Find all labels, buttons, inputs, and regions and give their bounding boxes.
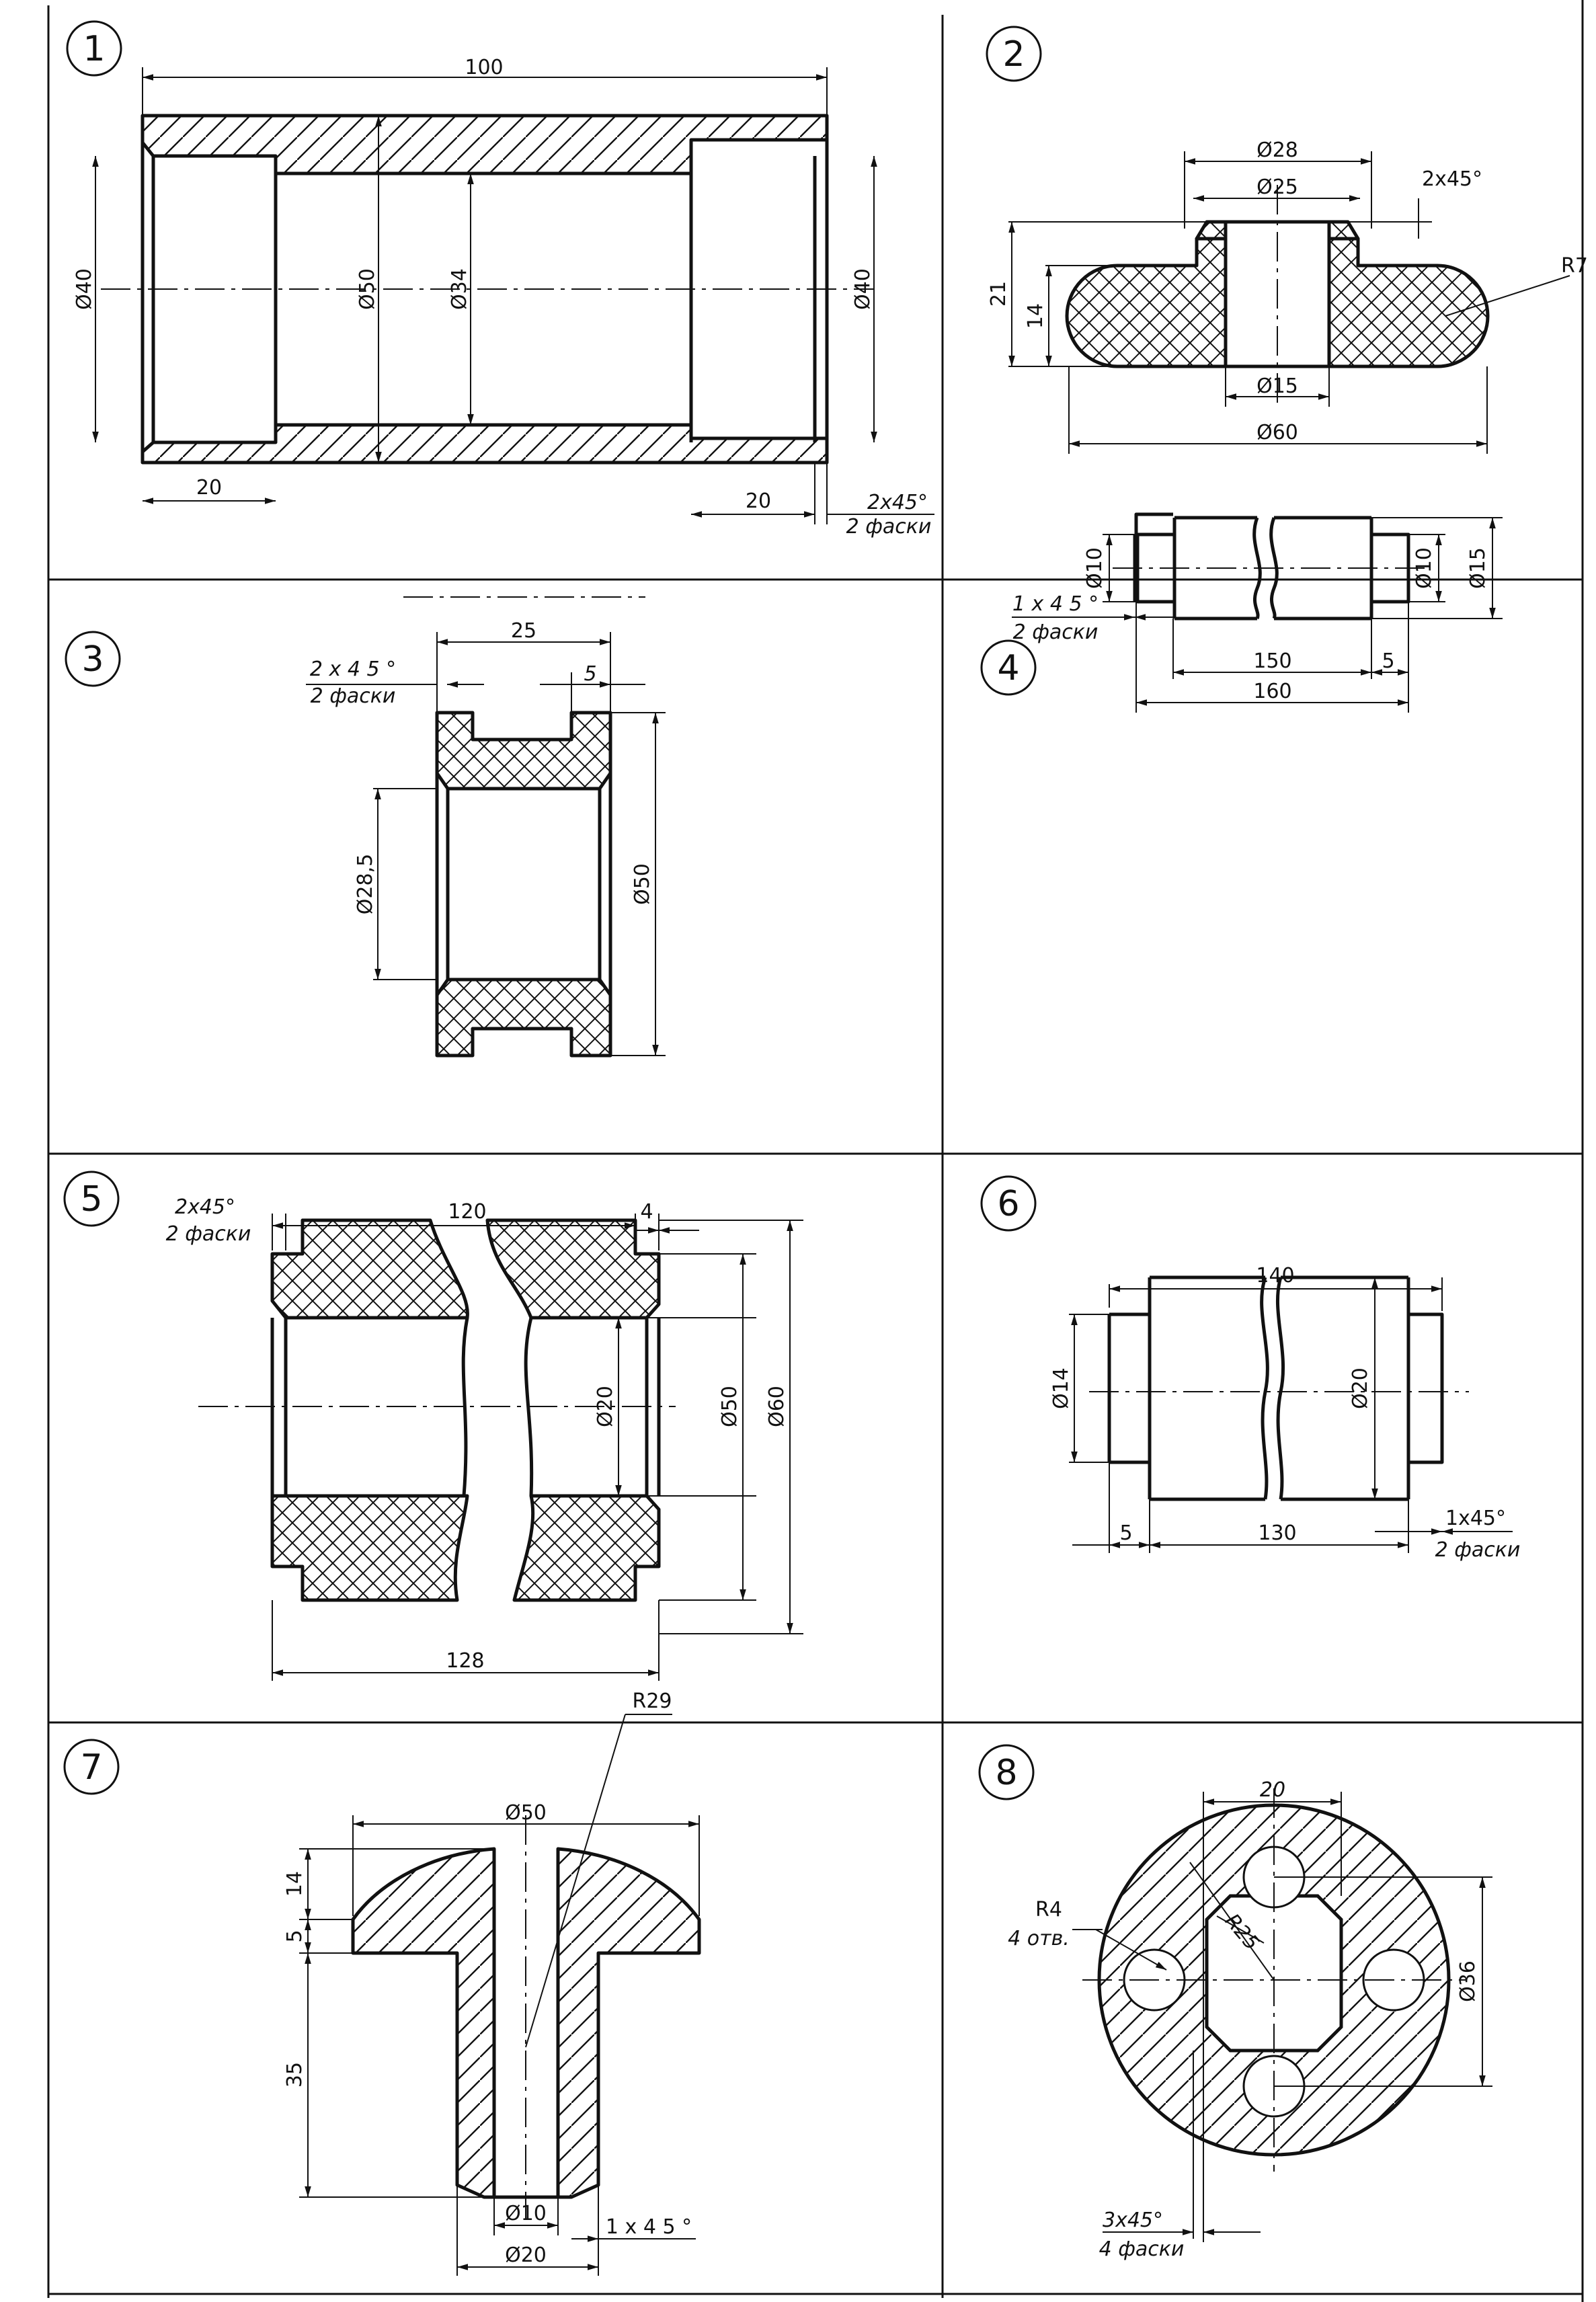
dim-groove: 5 (584, 662, 596, 686)
dim-right-end: Ø10 (1412, 547, 1436, 589)
chamfer-note: 2 x 4 5 ° (310, 658, 396, 681)
chamfer-count: 2 фаски (311, 684, 396, 708)
dim-right-bore: Ø40 (851, 268, 875, 310)
panel-1: 1 100 Ø40 Ø50 Ø34 Ø40 20 20 2x45° 2 фаск… (66, 20, 934, 539)
dim-length: 100 (465, 56, 503, 79)
chamfer-note: 1x45° (1445, 1507, 1506, 1530)
panel-number: 7 (80, 1747, 102, 1788)
panel-number-circle (66, 20, 122, 77)
dim-length: 25 (511, 619, 536, 643)
chamfer-count: 2 фаски (166, 1222, 251, 1246)
sheet-frame (47, 0, 1584, 2302)
shaft-view (1133, 512, 1410, 621)
dim-hole-radius: R4 (1035, 1898, 1062, 1921)
dimension-lines (1012, 517, 1503, 713)
panel-2: 2 Ø28 Ø25 2x45° R7 21 (986, 26, 1588, 454)
chamfer-count: 2 фаски (1013, 621, 1099, 644)
dim-head-height: 14 (283, 1871, 307, 1897)
panel-8: 8 20 R4 4 отв. R25 Ø36 3x45 (978, 1744, 1492, 2261)
dim-head-diameter: Ø50 (505, 1801, 547, 1825)
bolt-section (351, 1847, 701, 2199)
dim-bore: Ø34 (448, 268, 471, 310)
panel-3: 3 25 5 2 x 4 5 ° 2 фаски Ø28,5 Ø50 (65, 596, 666, 1058)
chamfer-count: 2 фаски (1435, 1538, 1521, 1562)
panel-number: 3 (81, 639, 104, 680)
dimension-lines (272, 1214, 803, 1681)
bushing-section (141, 114, 829, 465)
dimension-lines (1072, 1792, 1492, 2242)
dim-body: Ø20 (1349, 1367, 1372, 1409)
spool-section (435, 711, 612, 1058)
dimension-lines (1069, 1277, 1513, 1553)
panel-5: 5 2x45° 2 фаски (63, 1170, 803, 1681)
dim-total-length: 140 (1256, 1264, 1294, 1287)
panel-number: 2 (1002, 34, 1025, 75)
dim-body-length: 150 (1253, 649, 1291, 673)
panel-number: 8 (995, 1753, 1017, 1793)
dim-step: 5 (1119, 1521, 1132, 1545)
dimension-lines (299, 1714, 700, 2276)
chamfer-note: 2x45° (175, 1195, 235, 1219)
dim-height: 21 (987, 281, 1010, 307)
dim-body: Ø15 (1466, 547, 1490, 589)
dim-width: 20 (1260, 1778, 1285, 1802)
panel-number: 5 (80, 1179, 102, 1220)
panel-4: 4 Ø10 Ø10 (980, 512, 1503, 713)
dim-end: Ø14 (1049, 1367, 1073, 1409)
dim-step: 4 (640, 1200, 653, 1224)
chamfer-note: 2x45° (1422, 167, 1482, 191)
dimension-lines (1008, 151, 1570, 454)
chamfer-note: 1 x 4 5 ° (606, 2215, 692, 2239)
dim-step-right: 20 (746, 489, 771, 513)
roller-section (270, 1218, 661, 1602)
chamfer-count: 2 фаски (846, 515, 932, 539)
dim-inner-diameter: Ø25 (1256, 175, 1298, 199)
panel-number: 1 (83, 29, 105, 69)
dim-outer: Ø50 (631, 863, 654, 905)
dim-stem-height: 35 (283, 2062, 307, 2088)
dim-total-length: 160 (1253, 680, 1291, 703)
dim-left-end: Ø10 (1083, 547, 1107, 589)
dim-radius: R7 (1561, 254, 1588, 278)
dim-height-inner: 14 (1024, 303, 1047, 329)
chamfer-note: 1 x 4 5 ° (1012, 592, 1099, 616)
dim-body-length: 130 (1258, 1521, 1296, 1545)
dim-step-left: 20 (196, 476, 222, 500)
dim-mid: Ø50 (718, 1386, 742, 1427)
dim-flat-height: 5 (283, 1930, 307, 1942)
dim-hole: Ø10 (505, 2202, 547, 2225)
dim-length: 120 (448, 1200, 486, 1224)
dim-outer: Ø60 (765, 1386, 789, 1427)
dim-stem-diameter: Ø20 (505, 2244, 547, 2267)
shaft-view (1107, 1275, 1444, 1501)
dim-bore: Ø20 (594, 1386, 617, 1427)
panel-number: 4 (997, 648, 1019, 688)
dimension-lines (306, 632, 666, 1056)
chamfer-note: 2x45° (867, 491, 928, 514)
panel-number: 6 (997, 1184, 1019, 1224)
dimension-lines (92, 67, 934, 524)
panel-7: 7 R29 Ø50 14 5 (63, 1690, 701, 2276)
dim-total-diameter: Ø60 (1256, 421, 1298, 444)
chamfer-note: 3x45° (1103, 2209, 1163, 2232)
flange-section (1065, 220, 1490, 368)
dim-total-length: 128 (446, 1649, 484, 1673)
dim-bore: Ø28,5 (354, 854, 377, 914)
hole-count: 4 отв. (1008, 1927, 1070, 1950)
panel-6: 6 140 Ø14 Ø20 5 130 (980, 1175, 1521, 1562)
dim-top-diameter: Ø28 (1256, 138, 1298, 162)
dim-left-bore: Ø40 (73, 268, 96, 310)
chamfer-count: 4 фаски (1099, 2237, 1185, 2261)
dim-outer: Ø50 (356, 268, 379, 310)
dim-hole: Ø15 (1256, 374, 1298, 398)
dim-step: 5 (1382, 649, 1394, 673)
dim-radius: R29 (632, 1690, 672, 1713)
dim-circle-diameter: Ø36 (1456, 1960, 1480, 2002)
